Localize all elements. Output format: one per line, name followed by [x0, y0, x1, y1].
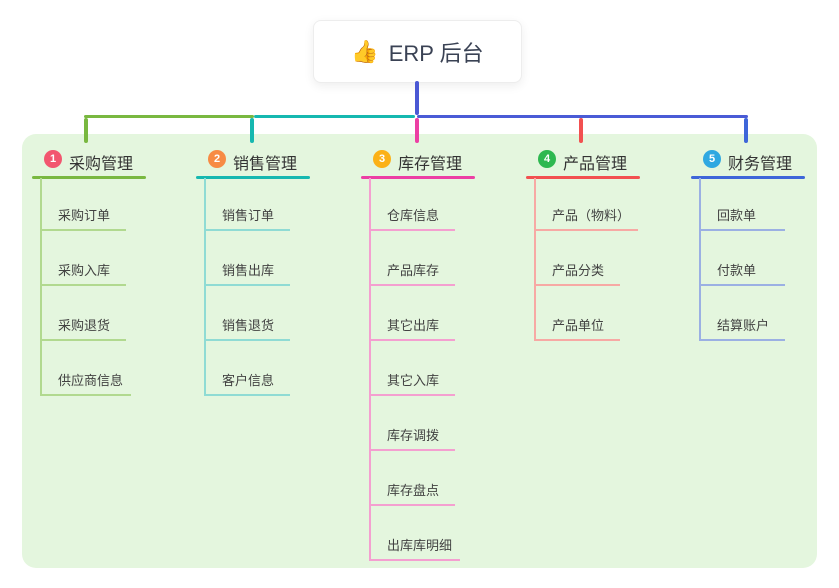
child-node-sales-1[interactable]: 销售订单: [204, 207, 290, 231]
child-node-purchase-2[interactable]: 采购入库: [40, 262, 126, 286]
branch-title-underline: [361, 176, 475, 179]
branch-title-underline: [526, 176, 640, 179]
child-node-finance-1[interactable]: 回款单: [699, 207, 785, 231]
branch-title: 库存管理: [398, 156, 463, 173]
branch-child-connector-line: [204, 178, 206, 396]
branch-child-connector-line: [534, 178, 536, 341]
branch-title-underline: [32, 176, 146, 179]
branch-node-inventory[interactable]: 3 库存管理: [361, 145, 475, 175]
branch-number-badge: 1: [44, 150, 62, 168]
child-node-inventory-3[interactable]: 其它出库: [369, 317, 455, 341]
child-node-purchase-3[interactable]: 采购退货: [40, 317, 126, 341]
branch-node-sales[interactable]: 2 销售管理: [196, 145, 310, 175]
bus-line-teal: [254, 115, 415, 118]
branch-number-badge: 5: [703, 150, 721, 168]
child-node-sales-3[interactable]: 销售退货: [204, 317, 290, 341]
mindmap-background-panel: [22, 134, 817, 568]
bus-line-blue: [417, 115, 748, 118]
branch-title-underline: [196, 176, 310, 179]
child-node-inventory-6[interactable]: 库存盘点: [369, 482, 455, 506]
child-node-sales-4[interactable]: 客户信息: [204, 372, 290, 396]
root-node-label: ERP 后台: [388, 40, 484, 66]
branch-number-badge: 2: [208, 150, 226, 168]
branch-node-purchase[interactable]: 1 采购管理: [32, 145, 146, 175]
child-node-product-2[interactable]: 产品分类: [534, 262, 620, 286]
branch-drop-line-sales: [250, 118, 254, 143]
child-node-purchase-1[interactable]: 采购订单: [40, 207, 126, 231]
branch-drop-line-purchase: [84, 118, 88, 143]
child-node-inventory-7[interactable]: 出库库明细: [369, 537, 461, 561]
branch-drop-line-finance: [744, 118, 748, 143]
thumbs-up-emoji: 👍: [351, 38, 379, 64]
branch-number-badge: 4: [538, 150, 556, 168]
child-node-finance-3[interactable]: 结算账户: [699, 317, 785, 341]
child-node-product-1[interactable]: 产品（物料）: [534, 207, 639, 231]
bus-line-green: [84, 115, 254, 118]
branch-drop-line-product: [579, 118, 583, 143]
child-node-inventory-2[interactable]: 产品库存: [369, 262, 455, 286]
branch-number-badge: 3: [373, 150, 391, 168]
branch-title: 采购管理: [69, 156, 134, 173]
branch-title: 销售管理: [233, 156, 298, 173]
root-stem-line: [415, 81, 419, 115]
branch-title: 产品管理: [563, 156, 628, 173]
branch-drop-line-inventory: [415, 118, 419, 143]
child-node-finance-2[interactable]: 付款单: [699, 262, 785, 286]
child-node-inventory-4[interactable]: 其它入库: [369, 372, 455, 396]
branch-child-connector-line: [369, 178, 371, 561]
root-node[interactable]: 👍 ERP 后台: [313, 20, 522, 83]
child-node-sales-2[interactable]: 销售出库: [204, 262, 290, 286]
child-node-purchase-4[interactable]: 供应商信息: [40, 372, 132, 396]
child-node-product-3[interactable]: 产品单位: [534, 317, 620, 341]
branch-child-connector-line: [40, 178, 42, 396]
branch-child-connector-line: [699, 178, 701, 341]
branch-node-product[interactable]: 4 产品管理: [526, 145, 640, 175]
branch-node-finance[interactable]: 5 财务管理: [691, 145, 805, 175]
branch-title-underline: [691, 176, 805, 179]
child-node-inventory-5[interactable]: 库存调拨: [369, 427, 455, 451]
branch-title: 财务管理: [728, 156, 793, 173]
child-node-inventory-1[interactable]: 仓库信息: [369, 207, 455, 231]
